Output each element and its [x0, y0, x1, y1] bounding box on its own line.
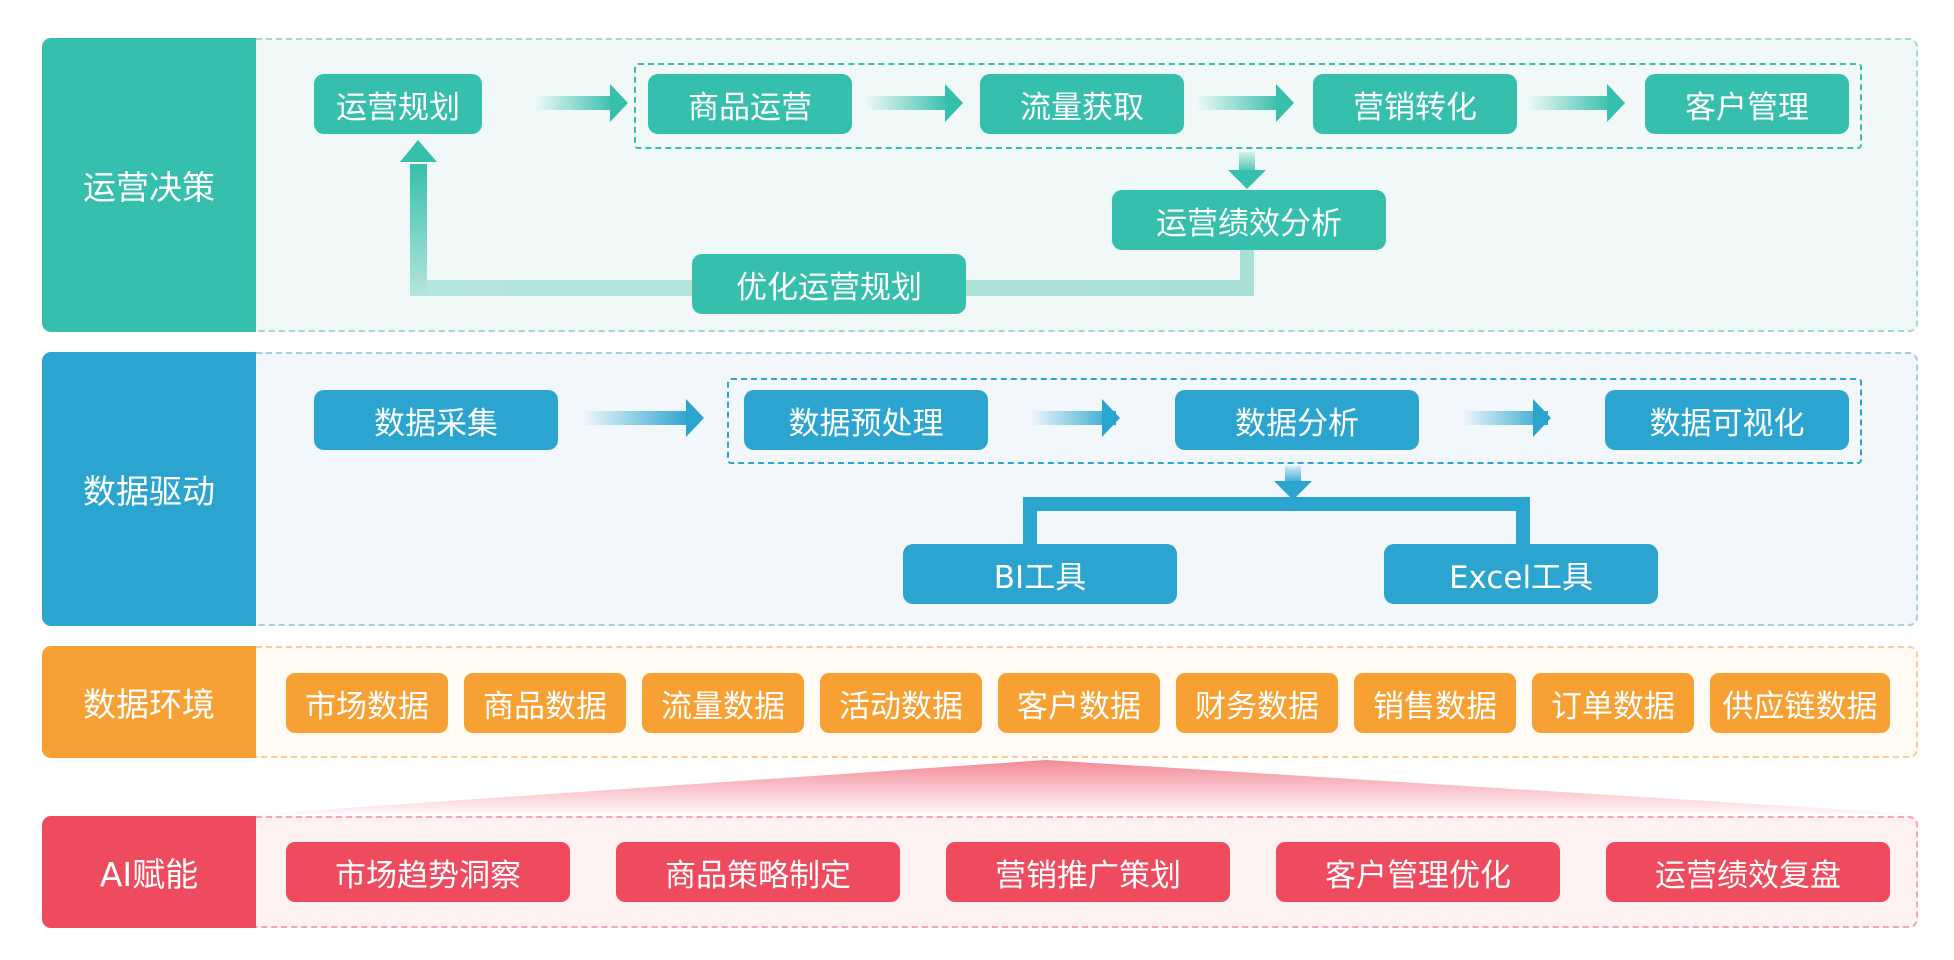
tools-bracket-connector [1023, 466, 1530, 544]
node-traffic-acquisition: 流量获取 [980, 74, 1184, 134]
ai-item-market-trends: 市场趋势洞察 [286, 842, 570, 902]
ai-item-product-strategy: 商品策略制定 [616, 842, 900, 902]
env-item-traffic: 流量数据 [642, 673, 804, 733]
arrow-marketing-to-customer [1527, 84, 1625, 122]
arrow-preprocess-to-analysis [1030, 399, 1120, 437]
node-data-visualization: 数据可视化 [1605, 390, 1849, 450]
driven-flow-group [727, 378, 1862, 464]
env-item-orders: 订单数据 [1532, 673, 1694, 733]
arrow-product-to-traffic [865, 84, 963, 122]
env-item-sales: 销售数据 [1354, 673, 1516, 733]
node-excel-tool: Excel工具 [1384, 544, 1658, 604]
ai-item-marketing-plan: 营销推广策划 [946, 842, 1230, 902]
node-customer-management: 客户管理 [1645, 74, 1849, 134]
node-performance-analysis: 运营绩效分析 [1112, 190, 1386, 250]
row-label-decision: 运营决策 [42, 38, 256, 332]
ai-fan-shape [258, 760, 1916, 814]
env-item-activity: 活动数据 [820, 673, 982, 733]
row-label-data-environment: 数据环境 [42, 646, 256, 758]
arrow-traffic-to-marketing [1196, 84, 1294, 122]
env-item-supply-chain: 供应链数据 [1710, 673, 1890, 733]
arrow-planning-to-product [534, 84, 628, 122]
env-item-market: 市场数据 [286, 673, 448, 733]
node-marketing-conversion: 营销转化 [1313, 74, 1517, 134]
arrow-collect-to-preprocess [582, 399, 704, 437]
node-bi-tool: BI工具 [903, 544, 1177, 604]
node-data-analysis: 数据分析 [1175, 390, 1419, 450]
row-label-data-driven: 数据驱动 [42, 352, 256, 626]
arrow-down-to-analysis [1228, 152, 1266, 189]
node-data-preprocessing: 数据预处理 [744, 390, 988, 450]
env-item-finance: 财务数据 [1176, 673, 1338, 733]
ai-item-performance-review: 运营绩效复盘 [1606, 842, 1890, 902]
node-data-collection: 数据采集 [314, 390, 558, 450]
node-product-operation: 商品运营 [648, 74, 852, 134]
env-item-product: 商品数据 [464, 673, 626, 733]
decision-flow-group [634, 63, 1862, 149]
row-label-ai-enablement: AI赋能 [42, 816, 256, 928]
env-item-customer: 客户数据 [998, 673, 1160, 733]
node-operation-planning: 运营规划 [314, 74, 482, 134]
arrow-analysis-to-visualization [1462, 399, 1551, 437]
node-optimize-planning: 优化运营规划 [692, 254, 966, 314]
ai-item-customer-optimization: 客户管理优化 [1276, 842, 1560, 902]
